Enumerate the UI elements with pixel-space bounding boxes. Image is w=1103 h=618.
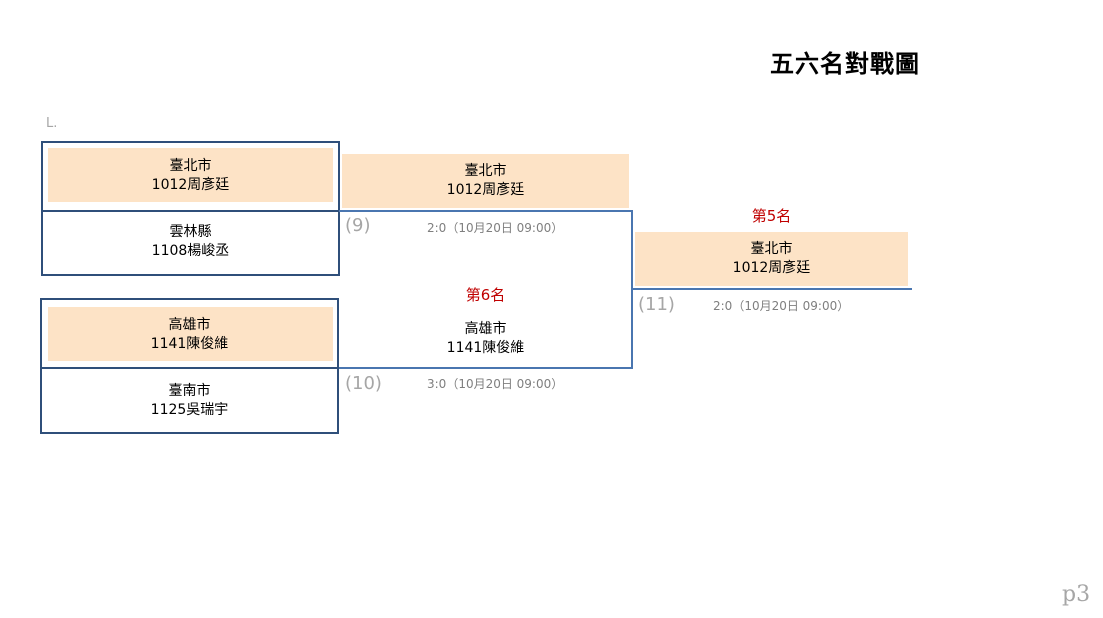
entry-player: 1125吳瑞宇 bbox=[150, 402, 229, 418]
round2-winner-highlight bbox=[342, 154, 629, 208]
match-score-10: 3:0（10月20日 09:00） bbox=[427, 377, 564, 391]
fifth-place-label: 第5名 bbox=[751, 207, 792, 225]
bracket-line bbox=[339, 210, 633, 212]
page-number: p3 bbox=[1062, 582, 1091, 607]
winner-highlight bbox=[48, 148, 333, 202]
bracket-line bbox=[631, 210, 633, 369]
entry-city: 高雄市 bbox=[168, 317, 211, 333]
entry-city: 臺北市 bbox=[750, 241, 793, 257]
final-winner-highlight bbox=[635, 232, 908, 286]
final-slot: 臺北市 1012周彥廷 bbox=[635, 240, 908, 278]
round2-slot-1: 臺北市 1012周彥廷 bbox=[342, 162, 629, 200]
entry: 雲林縣 1108楊峻丞 bbox=[43, 223, 338, 261]
winner-highlight bbox=[48, 307, 333, 361]
entry-city: 臺北市 bbox=[464, 163, 507, 179]
round2-slot-2: 高雄市 1141陳俊維 bbox=[342, 320, 629, 358]
entry-player: 1141陳俊維 bbox=[446, 340, 525, 356]
match-number-11: (11) bbox=[638, 294, 675, 315]
round1-slot-3: 高雄市 1141陳俊維 bbox=[40, 298, 339, 369]
sixth-place-label: 第6名 bbox=[465, 286, 506, 304]
entry-player: 1012周彥廷 bbox=[446, 182, 525, 198]
bracket-line bbox=[633, 288, 912, 290]
corner-label: L. bbox=[46, 116, 58, 131]
entry-city: 高雄市 bbox=[464, 321, 507, 337]
entry-city: 雲林縣 bbox=[169, 224, 212, 240]
entry-player: 1012周彥廷 bbox=[732, 260, 811, 276]
match-number-9: (9) bbox=[345, 215, 371, 236]
entry-player: 1141陳俊維 bbox=[150, 336, 229, 352]
entry: 高雄市 1141陳俊維 bbox=[42, 316, 337, 354]
page-title: 五六名對戰圖 bbox=[770, 50, 920, 78]
entry-player: 1108楊峻丞 bbox=[151, 243, 230, 259]
match-score-11: 2:0（10月20日 09:00） bbox=[713, 299, 850, 313]
match-number-10: (10) bbox=[345, 373, 382, 394]
bracket-line bbox=[339, 367, 633, 369]
entry-city: 臺北市 bbox=[169, 158, 212, 174]
entry: 臺北市 1012周彥廷 bbox=[43, 157, 338, 195]
round1-slot-4: 臺南市 1125吳瑞宇 bbox=[40, 367, 339, 434]
entry-player: 1012周彥廷 bbox=[151, 177, 230, 193]
round1-slot-1: 臺北市 1012周彥廷 bbox=[41, 141, 340, 212]
entry-city: 臺南市 bbox=[168, 383, 211, 399]
round1-slot-2: 雲林縣 1108楊峻丞 bbox=[41, 210, 340, 276]
match-score-9: 2:0（10月20日 09:00） bbox=[427, 221, 564, 235]
entry: 臺南市 1125吳瑞宇 bbox=[42, 382, 337, 420]
